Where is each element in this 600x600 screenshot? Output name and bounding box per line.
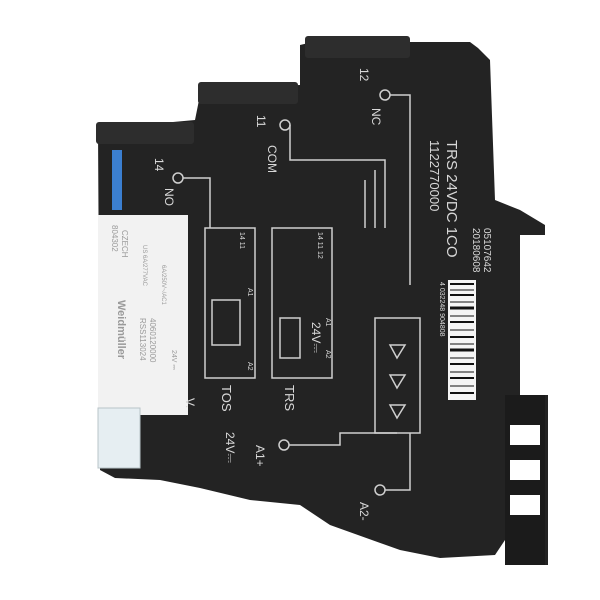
tos-a2: A2 [246,362,253,371]
coil-voltage: 24V⎓ [309,322,323,353]
relay-origin: CZECH [120,230,129,258]
relay-housing [98,38,548,565]
terminal-12: 12 [357,68,371,82]
trs-a1: A1 [324,318,331,327]
coil-symbol [279,317,301,359]
supply-voltage: 24V⎓ [223,432,237,463]
terminal-a2: A2- [357,502,371,521]
tos-a1: A1 [246,288,253,297]
code-1: 05107642 [481,228,492,273]
optocoupler-symbol [211,299,241,346]
relay-part: 4060120000 [148,318,157,363]
model-label: TRS 24VDC 1CO [443,140,460,258]
barcode [448,280,476,400]
wiring [289,432,411,491]
rectifier-box [374,317,421,434]
tos-pins: 14 11 [238,232,245,249]
terminal-11: 11 [254,115,268,128]
wiring [183,94,411,285]
trs-a2: A2 [324,350,331,359]
relay-voltage: 24V ⎓ [170,350,177,370]
diode-symbols [388,344,407,420]
terminal-no: NO [162,188,176,206]
terminal-a1: A1+ [253,445,267,467]
din-clip-slot [510,460,540,480]
relay-type: RSS113024 [138,318,147,361]
trs-label: TRS [282,385,297,411]
relay-rating-us: US 6A/277VAC [141,245,147,287]
terminal-v: V. [183,398,197,408]
relay-code: 804302 [110,225,119,252]
terminal-block-mid [198,82,298,104]
part-number: 1122770000 [427,140,442,211]
tos-label: TOS [219,385,234,412]
wiring [364,170,376,228]
trs-box [271,227,333,379]
terminal-block-left [96,122,194,144]
blue-indicator [112,150,122,210]
terminal-block-top [305,36,410,58]
code-2: 20180608 [470,228,481,273]
terminal-com: COM [265,145,279,173]
plug-in-relay [98,215,188,415]
relay-brand: Weidmüller [115,300,127,360]
terminal-nc: NC [369,108,383,126]
din-clip-slot [510,425,540,445]
release-clip [97,407,141,469]
din-clip-slot [510,495,540,515]
terminal-14: 14 [152,158,166,172]
tos-box [204,227,256,379]
barcode-number: 4 032248 904808 [438,282,445,337]
trs-pins: 14 11 12 [316,232,323,259]
relay-rating-eu: 6A/250V~/AC1 [160,265,166,306]
